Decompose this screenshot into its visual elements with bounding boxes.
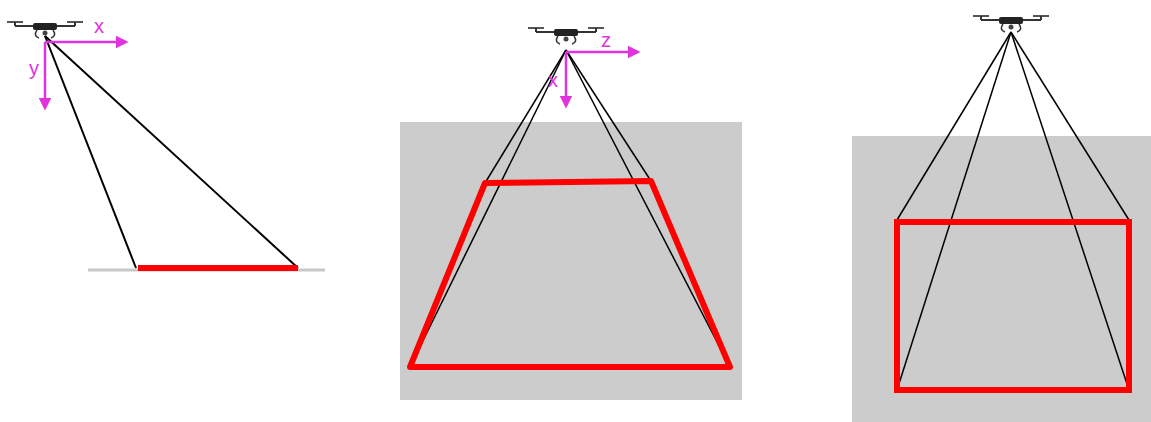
view-ray — [45, 36, 136, 268]
drone — [7, 22, 83, 38]
axis-label: x — [548, 70, 558, 90]
ground-line — [88, 269, 325, 272]
footprint — [897, 222, 1129, 390]
footprint — [138, 265, 298, 271]
axis-arrow — [45, 41, 126, 44]
axis-label: z — [601, 30, 611, 50]
drone — [528, 28, 604, 44]
axis-arrow — [44, 42, 47, 108]
drone — [973, 16, 1049, 32]
ground-area — [400, 122, 742, 400]
axis-arrow — [565, 52, 568, 106]
footprint — [410, 181, 730, 367]
axis-label: y — [29, 58, 39, 78]
axis-arrow — [566, 51, 638, 54]
axis-label: x — [94, 16, 104, 36]
view-ray — [45, 36, 298, 268]
ground-area — [852, 136, 1151, 422]
